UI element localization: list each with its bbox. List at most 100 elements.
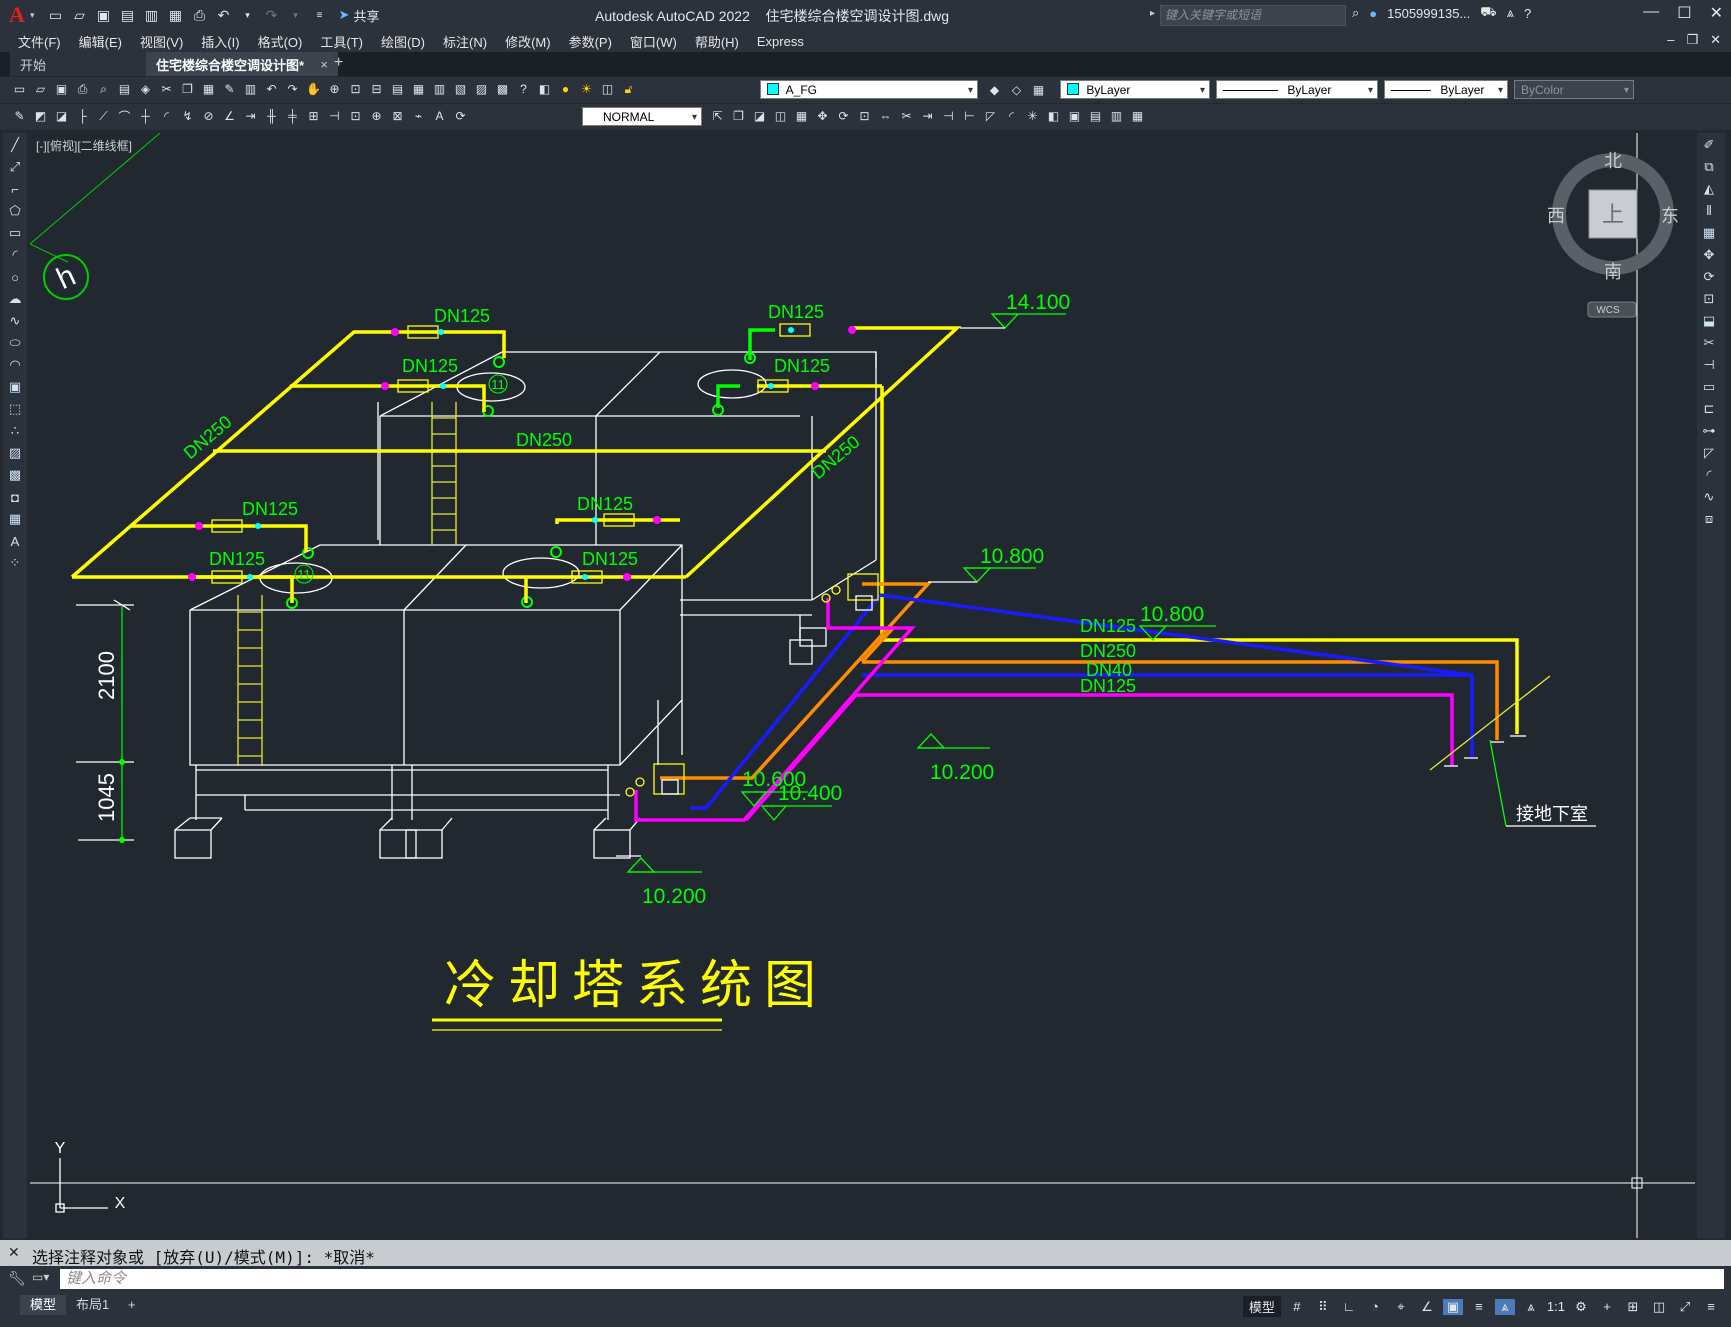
layout-tab-model[interactable]: 模型 (20, 1295, 67, 1315)
menu-dimension[interactable]: 标注(N) (443, 34, 488, 50)
layout-tab-1[interactable]: 布局1 (76, 1297, 110, 1312)
frame-corner-grip[interactable] (1631, 1177, 1643, 1189)
hatch-icon[interactable]: ▨ (8, 445, 22, 460)
menu-insert[interactable]: 插入(I) (201, 34, 240, 50)
circle-icon[interactable]: ○ (11, 269, 19, 285)
paste-icon[interactable]: ▦ (202, 82, 215, 96)
menu-modify[interactable]: 修改(M) (505, 34, 551, 50)
dim-ordinate-icon[interactable]: ┼ (141, 109, 150, 123)
revcloud-icon[interactable]: ☁ (8, 291, 22, 306)
design-center-icon[interactable]: ▦ (412, 82, 425, 96)
help-icon[interactable]: ? (1523, 5, 1532, 21)
explode-icon[interactable]: ⧈ (1704, 511, 1714, 526)
point-icon[interactable]: ∴ (10, 423, 20, 438)
search-icon[interactable]: ⌕ (1352, 5, 1360, 20)
autocad-logo[interactable]: A (9, 2, 25, 27)
save-as-icon[interactable]: ▤ (120, 6, 135, 23)
compass-east[interactable]: 东 (1661, 206, 1679, 226)
insert-block-icon[interactable]: ▥ (1110, 109, 1123, 123)
layer-freeze-icon[interactable]: ☀ (581, 82, 592, 96)
open-web-icon[interactable]: ▥ (144, 6, 159, 23)
gradient-icon[interactable]: ▩ (8, 467, 22, 482)
menu-view[interactable]: 视图(V) (139, 34, 184, 50)
dim-radius-icon[interactable]: ◜ (164, 109, 169, 123)
mirror-icon[interactable]: ◭ (1704, 181, 1714, 196)
matchprop-icon[interactable]: ✎ (224, 82, 235, 96)
dim-edit-icon[interactable]: A (435, 109, 444, 123)
region-icon[interactable]: ◘ (11, 489, 19, 505)
ungroup-icon[interactable]: ▤ (1089, 109, 1102, 123)
array-icon[interactable]: ▦ (795, 109, 808, 123)
layer-properties-icon[interactable]: ◧ (538, 82, 551, 96)
preview-icon[interactable]: ⌕ (100, 81, 107, 96)
dim-break-icon[interactable]: ⊣ (329, 109, 340, 123)
user-icon[interactable]: ● (1369, 5, 1378, 21)
join-tb-icon[interactable]: ⊢ (964, 109, 975, 123)
menu-edit[interactable]: 编辑(E) (78, 34, 122, 50)
layer-viewport-icon[interactable]: ◫ (601, 82, 614, 96)
table-icon[interactable]: ▦ (8, 511, 22, 526)
block-editor-icon[interactable]: ▥ (244, 82, 257, 96)
extend-icon[interactable]: ⊣ (1703, 357, 1715, 372)
menu-tools[interactable]: 工具(T) (320, 34, 363, 50)
isolate-icon[interactable]: ◫ (1652, 1298, 1666, 1314)
linetype-dropdown[interactable]: ByLayer ▾ (1216, 80, 1378, 99)
wcs-menu[interactable]: WCS (1596, 305, 1620, 316)
add-scale-icon[interactable]: + (1603, 1299, 1611, 1314)
viewcube-top-face[interactable]: 上 (1602, 202, 1624, 227)
auto-scale-icon[interactable]: ⩓ (1527, 1298, 1535, 1314)
trim-tb-icon[interactable]: ✂ (901, 109, 912, 123)
customize-status-icon[interactable]: ≡ (1707, 1299, 1715, 1314)
isodraft-icon[interactable]: ∠ (1421, 1298, 1433, 1314)
osnap-track-icon[interactable]: ⌖ (1397, 1298, 1405, 1314)
save-tb-icon[interactable]: ▣ (55, 82, 68, 96)
add-selected-icon[interactable]: ⁘ (9, 555, 21, 570)
minimize-icon[interactable]: — (1643, 3, 1660, 20)
maximize-icon[interactable]: ☐ (1677, 5, 1692, 22)
menu-format[interactable]: 格式(O) (257, 34, 303, 50)
cart-icon[interactable]: ⛟ (1480, 4, 1497, 19)
break-point-icon[interactable]: ▭ (1702, 379, 1716, 394)
dim-space-icon[interactable]: ⊞ (308, 109, 319, 123)
cut-icon[interactable]: ✂ (161, 82, 172, 96)
break-icon[interactable]: ⊏ (1703, 401, 1715, 416)
ellipse-arc-icon[interactable]: ◠ (9, 357, 21, 372)
jogged-linear-icon[interactable]: ⌁ (414, 109, 423, 123)
workspace-gear-icon[interactable]: ⚙ (1575, 1298, 1587, 1314)
erase-icon[interactable]: ✐ (1703, 137, 1715, 152)
app-menu-caret-icon[interactable]: ▾ (30, 9, 35, 20)
dim-jogged-icon[interactable]: ↯ (182, 109, 193, 123)
new-tab-icon[interactable]: + (334, 54, 344, 71)
polygon-icon[interactable]: ⬠ (9, 203, 21, 218)
publish-icon[interactable]: ▤ (118, 82, 131, 96)
share-button[interactable]: ➤ 共享 (339, 6, 380, 25)
polyline-icon[interactable]: ⌐ (11, 181, 19, 197)
customize-icon[interactable]: 🔧︎ (8, 1270, 26, 1286)
tolerance-icon[interactable]: ⊡ (350, 109, 361, 123)
stretch-tb-icon[interactable]: ⇔ (879, 109, 892, 123)
add-layout-icon[interactable]: + (128, 1297, 136, 1312)
offset-icon[interactable]: ⫴ (1706, 203, 1712, 218)
properties-icon[interactable]: ▤ (391, 82, 404, 96)
undo-icon[interactable]: ↶ (217, 6, 230, 23)
customize-qat-icon[interactable]: ≡ (316, 9, 323, 21)
save-web-icon[interactable]: ▦ (168, 6, 183, 23)
join-icon[interactable]: ⊶ (1702, 423, 1716, 438)
text-style-dropdown[interactable]: NORMAL ▾ (582, 107, 702, 126)
line-icon[interactable]: ╱ (11, 137, 19, 152)
redo-dropdown-icon[interactable]: ▾ (293, 9, 298, 20)
recent-commands-icon[interactable]: ▭▾ (32, 1270, 50, 1284)
search-expand-icon[interactable]: ▸ (1150, 8, 1156, 19)
help-tb-icon[interactable]: ? (520, 82, 527, 96)
zoom-window-icon[interactable]: ⊡ (350, 82, 361, 96)
rectangle-icon[interactable]: ▭ (8, 225, 22, 240)
command-close-icon[interactable]: ✕ (8, 1244, 20, 1260)
make-block-icon[interactable]: ⬚ (8, 401, 22, 416)
move-icon[interactable]: ✥ (1703, 247, 1715, 262)
pan-icon[interactable]: ✋ (306, 82, 321, 96)
rotate-icon[interactable]: ⟳ (1703, 269, 1715, 284)
open-icon[interactable]: ▱ (35, 82, 46, 96)
layer-previous-icon[interactable]: ◇ (1011, 83, 1022, 97)
plot-tb-icon[interactable]: ⎙ (77, 81, 88, 96)
lineweight-dropdown[interactable]: ByLayer ▾ (1384, 80, 1508, 99)
